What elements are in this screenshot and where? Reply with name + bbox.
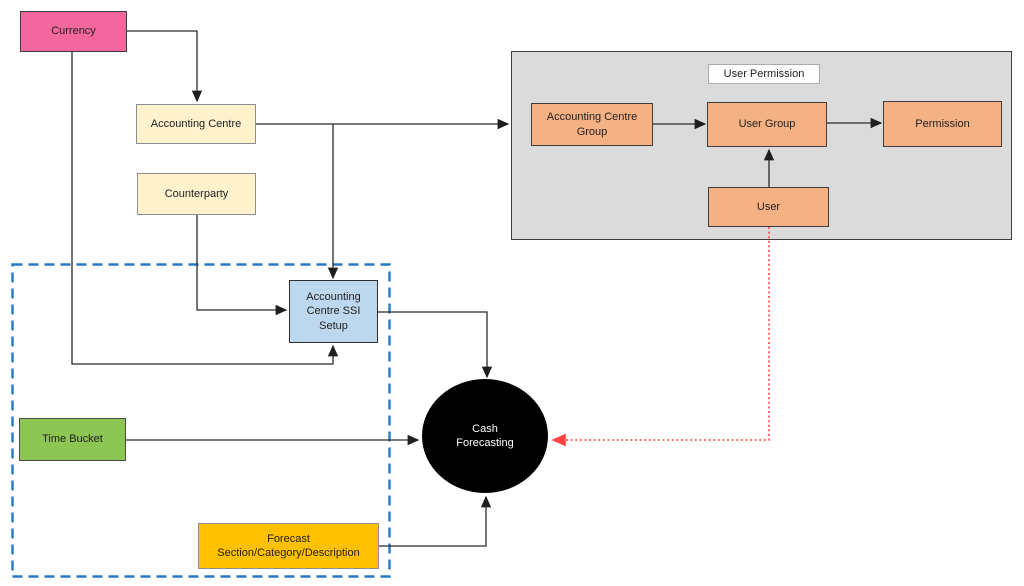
node-time-bucket: Time Bucket: [19, 418, 126, 461]
node-counterparty: Counterparty: [137, 173, 256, 215]
node-permission: Permission: [883, 101, 1002, 147]
node-forecast-label: Forecast Section/Category/Description: [217, 532, 360, 559]
node-cash-forecasting: Cash Forecasting: [422, 379, 548, 493]
node-currency: Currency: [20, 11, 127, 52]
user-permission-panel-title-label: User Permission: [723, 67, 805, 80]
node-counterparty-label: Counterparty: [164, 187, 229, 200]
node-user-group: User Group: [707, 102, 827, 147]
node-time-bucket-label: Time Bucket: [42, 433, 103, 446]
node-user: User: [708, 187, 829, 227]
edge-counterparty-ssi: [196, 215, 288, 316]
edge-forecast-cash-forecasting: [379, 495, 492, 547]
node-accounting-centre-group: Accounting Centre Group: [531, 103, 653, 146]
node-accounting-centre: Accounting Centre: [136, 104, 256, 144]
node-permission-label: Permission: [915, 117, 970, 130]
edge-user-cash-forecasting-dotted: [551, 227, 770, 447]
edge-ssi-cash-forecasting: [378, 311, 493, 379]
node-ssi-label: Accounting Centre SSI Setup: [306, 291, 361, 332]
node-currency-label: Currency: [51, 25, 96, 38]
node-accounting-centre-label: Accounting Centre: [150, 117, 242, 130]
node-user-group-label: User Group: [738, 118, 796, 131]
node-acg-label: Accounting Centre Group: [546, 111, 638, 138]
edge-currency-ssi: [71, 52, 339, 365]
node-user-label: User: [756, 200, 781, 213]
dashed-region-border: [11, 263, 391, 578]
node-cash-forecasting-label: Cash Forecasting: [456, 422, 514, 449]
node-accounting-centre-ssi-setup: Accounting Centre SSI Setup: [289, 280, 378, 343]
user-permission-panel-title: User Permission: [708, 64, 820, 84]
node-forecast-section-category-description: Forecast Section/Category/Description: [198, 523, 379, 569]
edge-currency-accounting-centre: [127, 30, 203, 103]
